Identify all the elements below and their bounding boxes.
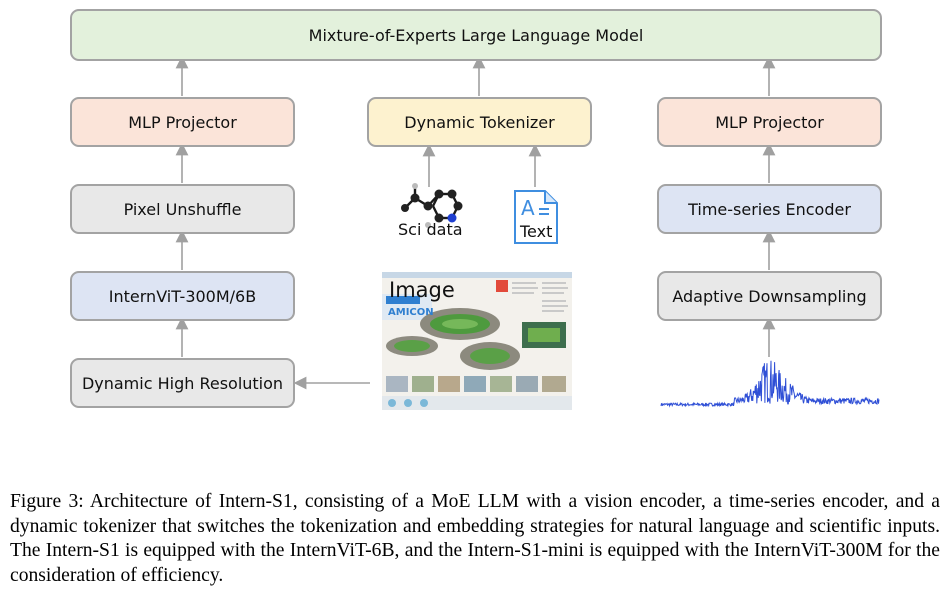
infographic-image: AMICON (382, 272, 572, 410)
moe-llm-label: Mixture-of-Experts Large Language Model (308, 25, 644, 45)
internvit-box: InternViT-300M/6B (70, 271, 295, 321)
adaptive-downsampling-box: Adaptive Downsampling (657, 271, 882, 321)
text-input-label: Text (520, 222, 553, 241)
dynamic-tokenizer-label: Dynamic Tokenizer (404, 112, 555, 132)
text-document-icon: A (514, 190, 558, 244)
infographic-title: AMICON (388, 307, 434, 318)
pixel-unshuffle-label: Pixel Unshuffle (123, 199, 242, 219)
dynamic-tokenizer-box: Dynamic Tokenizer (367, 97, 592, 147)
molecule-icon (401, 183, 463, 228)
internvit-label: InternViT-300M/6B (108, 286, 257, 306)
time-series-waveform (660, 360, 880, 408)
text-icon-glyph: A (521, 196, 535, 220)
mlp-projector-right-box: MLP Projector (657, 97, 882, 147)
sci-data-label: Sci data (398, 220, 463, 239)
figure-caption: Figure 3: Architecture of Intern-S1, con… (10, 491, 940, 586)
time-series-encoder-label: Time-series Encoder (688, 199, 851, 219)
dynamic-high-resolution-box: Dynamic High Resolution (70, 358, 295, 408)
flow-arrows (175, 55, 776, 390)
mlp-projector-left-label: MLP Projector (128, 112, 237, 132)
time-series-encoder-box: Time-series Encoder (657, 184, 882, 234)
dynamic-high-resolution-label: Dynamic High Resolution (81, 373, 284, 393)
pixel-unshuffle-box: Pixel Unshuffle (70, 184, 295, 234)
moe-llm-box: Mixture-of-Experts Large Language Model (70, 9, 882, 61)
image-input-label: Image (389, 278, 455, 302)
adaptive-downsampling-label: Adaptive Downsampling (672, 286, 867, 306)
mlp-projector-left-box: MLP Projector (70, 97, 295, 147)
mlp-projector-right-label: MLP Projector (715, 112, 824, 132)
architecture-diagram: Mixture-of-Experts Large Language Model … (70, 9, 882, 410)
